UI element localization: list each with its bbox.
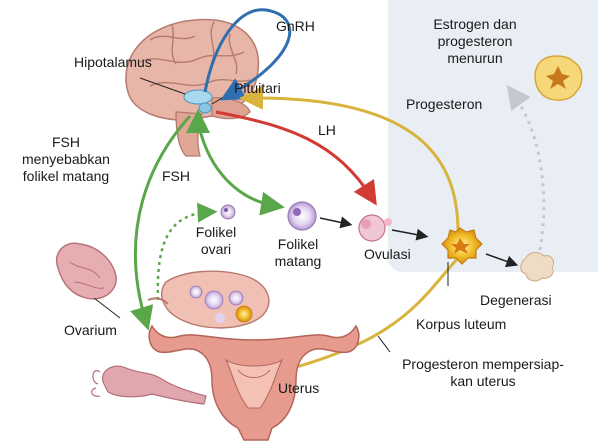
ovary-crosssection — [148, 271, 269, 328]
pituitari-label: Pituitari — [234, 80, 281, 97]
ovarium-label: Ovarium — [64, 322, 117, 339]
korpus-to-degeneration-arrow — [486, 254, 514, 264]
fsh-label: FSH — [162, 168, 190, 185]
lh-arrow — [216, 112, 372, 198]
folikel-matang-label: Folikel matang — [268, 236, 328, 270]
degenerasi-icon — [521, 253, 554, 281]
progesteron-arrow-to-brain — [248, 98, 458, 232]
estrogen-label: Estrogen dan progesteron menurun — [410, 16, 540, 67]
ovarium-illustration — [57, 243, 117, 299]
folikel-ovari-icon — [221, 205, 235, 219]
folikel-matang-oocyte — [293, 208, 301, 216]
ovulasi-label: Ovulasi — [364, 246, 411, 263]
korpus-luteum-label: Korpus luteum — [416, 316, 506, 333]
progesteron-uterus-leader — [378, 336, 390, 352]
ovulasi-icon — [359, 215, 392, 241]
uterus-label: Uterus — [278, 380, 319, 397]
folikel-matang-icon — [288, 202, 316, 230]
ovarium-leader — [94, 298, 120, 318]
hipotalamus-label: Hipotalamus — [74, 54, 152, 71]
fallopian-tube-illustration — [92, 366, 206, 404]
ovulation-to-korpus-arrow — [392, 230, 424, 236]
progesteron-label: Progesteron — [406, 96, 482, 113]
folikel-ovari-nucleus — [224, 208, 228, 212]
gnrh-label: GnRH — [276, 18, 315, 35]
folikel-ovari-label: Folikel ovari — [186, 224, 246, 258]
korpus-luteum-icon — [442, 228, 482, 264]
fsh-arrow-to-follicle — [198, 122, 276, 206]
lh-label: LH — [318, 122, 336, 139]
degenerasi-label: Degenerasi — [480, 292, 552, 309]
fsh-left-label: FSH menyebabkan folikel matang — [6, 134, 126, 185]
follicle-to-ovulation-arrow — [320, 218, 348, 224]
progesteron-uterus-label: Progesteron mempersiap- kan uterus — [378, 356, 588, 390]
estrogen-decline-icon — [535, 56, 582, 100]
degeneration-dotted-arrow — [512, 92, 544, 250]
uterus-illustration — [149, 326, 359, 440]
